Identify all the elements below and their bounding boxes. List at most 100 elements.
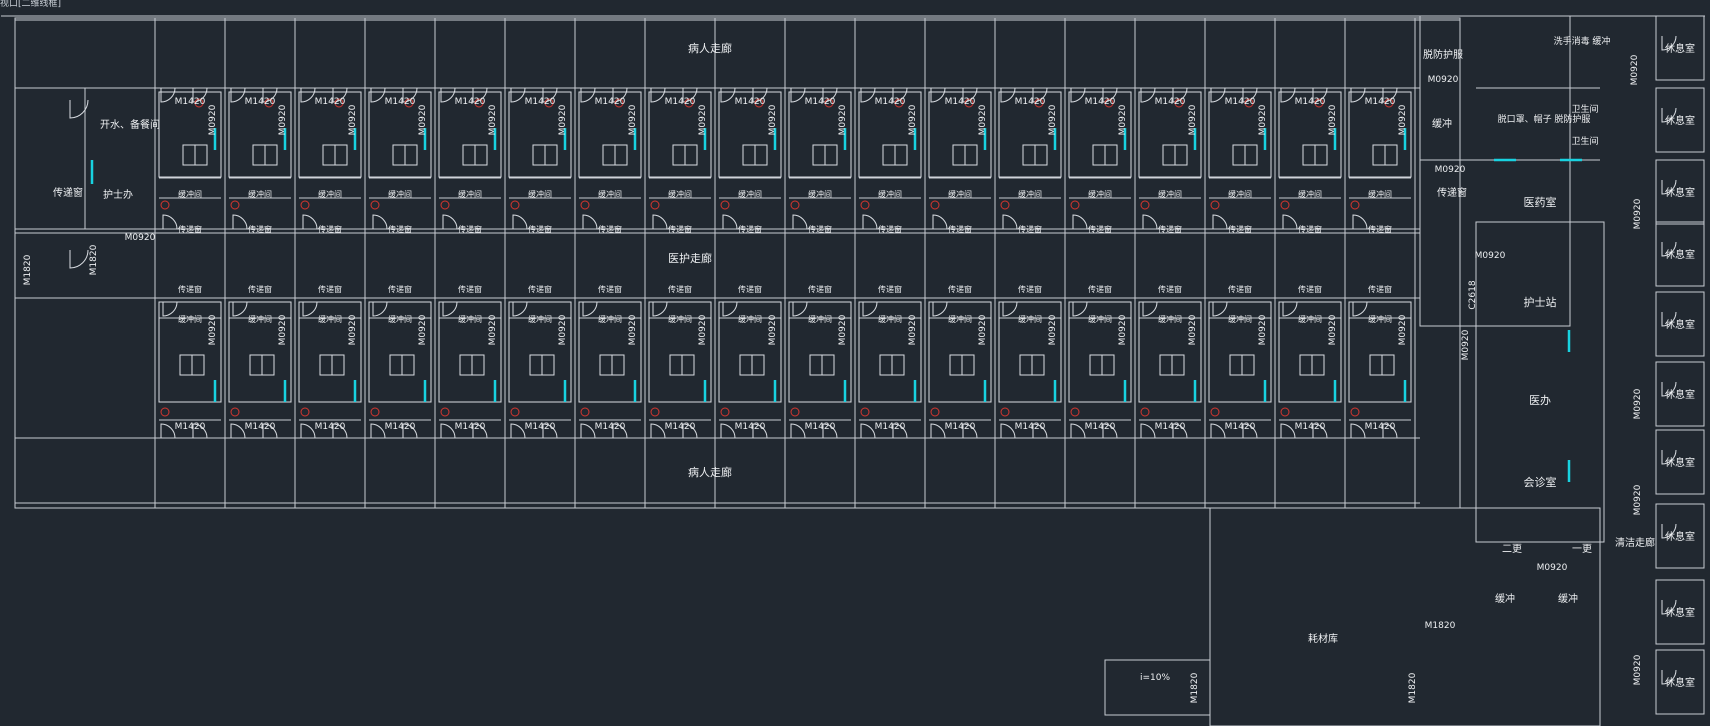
column-mark — [474, 98, 484, 108]
door-swing — [1072, 214, 1088, 230]
ward-room-upper — [788, 91, 852, 178]
door-swing — [1661, 107, 1677, 123]
door-swing — [1661, 523, 1677, 539]
door-swing — [1000, 423, 1016, 439]
room-label-buffer: 缓冲间 — [878, 314, 902, 324]
door-swing — [720, 87, 736, 103]
door-swing — [192, 87, 208, 103]
door-swing — [262, 423, 278, 439]
rest-room — [1655, 87, 1705, 153]
column-mark — [580, 407, 590, 417]
room-label-pass-window: 传递窗 — [248, 284, 272, 294]
column-mark — [894, 98, 904, 108]
column-mark — [1210, 200, 1220, 210]
room-label-pass-window: 传递窗 — [948, 224, 972, 234]
door-label-m1420: M1420 — [1155, 422, 1186, 432]
rest-room — [1655, 579, 1705, 645]
column-mark — [194, 98, 204, 108]
door-swing — [1312, 423, 1328, 439]
door-swing — [1661, 179, 1677, 195]
room-label-buffer: 缓冲间 — [1018, 314, 1042, 324]
room-label-pass-window: 传递窗 — [878, 224, 902, 234]
door-label-m1420: M1420 — [735, 422, 766, 432]
rest-room — [1655, 429, 1705, 495]
room-label-rest-room: 休息室 — [1665, 388, 1695, 401]
door-swing — [722, 214, 738, 230]
room-label-pass-window: 传递窗 — [458, 224, 482, 234]
rest-room — [1655, 15, 1705, 81]
door-label-m1420: M1420 — [1225, 422, 1256, 432]
door-label-m0920: M0920 — [838, 314, 848, 345]
door-label-m1420: M1420 — [1295, 97, 1326, 107]
ward-room-lower — [1138, 301, 1202, 403]
store-block — [1209, 507, 1601, 726]
column-mark — [1034, 98, 1044, 108]
door-swing — [1352, 301, 1368, 317]
column-mark — [1000, 200, 1010, 210]
door-swings — [69, 35, 1677, 685]
door-swing — [1210, 87, 1226, 103]
door-swing — [402, 87, 418, 103]
door-label-m0920: M0920 — [1633, 484, 1643, 515]
room-label-buffer: 缓冲间 — [388, 189, 412, 199]
door-label-m0920: M0920 — [698, 104, 708, 135]
door-swing — [650, 87, 666, 103]
door-label-m0920: M0920 — [1633, 654, 1643, 685]
column-mark — [300, 200, 310, 210]
door-swing — [580, 423, 596, 439]
room-label-nurse-station: 护士站 — [1524, 295, 1557, 309]
ward-room-lower — [1348, 301, 1412, 403]
door-label-m1420: M1420 — [875, 422, 906, 432]
door-label-m0920: M0920 — [1328, 104, 1338, 135]
ward-room-upper — [928, 91, 992, 178]
room-label-pass-window: 传递窗 — [948, 284, 972, 294]
ward-room-lower — [1208, 301, 1272, 403]
door-label-m1820: M1820 — [1190, 672, 1200, 703]
viewport-tab-label[interactable]: 视口[二维线框] — [0, 0, 62, 9]
door-swing — [1242, 423, 1258, 439]
door-label-m0920: M0920 — [1398, 104, 1408, 135]
ward-room-upper — [298, 91, 362, 178]
column-mark — [1070, 407, 1080, 417]
room-label-rest-room: 休息室 — [1665, 42, 1695, 55]
door-swing — [1661, 381, 1677, 397]
door-label-m0920: M0920 — [978, 314, 988, 345]
door-label-m0920: M0920 — [1048, 314, 1058, 345]
door-swing — [1212, 301, 1228, 317]
door-label-m1420: M1420 — [1085, 97, 1116, 107]
door-label-m0920: M0920 — [768, 104, 778, 135]
door-swing — [1212, 214, 1228, 230]
ward-room-lower — [1068, 301, 1132, 403]
door-label-m0920: M0920 — [418, 314, 428, 345]
door-label-m1420: M1420 — [1365, 97, 1396, 107]
door-swing — [1000, 87, 1016, 103]
door-swing — [542, 87, 558, 103]
door-swing — [1172, 87, 1188, 103]
door-label-m0920: M0920 — [1258, 104, 1268, 135]
column-mark — [1280, 200, 1290, 210]
column-mark — [580, 200, 590, 210]
room-label-buffer: 缓冲间 — [178, 189, 202, 199]
column-mark — [160, 407, 170, 417]
ward-room-upper — [1138, 91, 1202, 178]
door-swing — [612, 423, 628, 439]
room-label-pass-window: 传递窗 — [808, 284, 832, 294]
door-label-m1420: M1420 — [665, 422, 696, 432]
ward-room-upper — [228, 91, 292, 178]
door-swing — [232, 214, 248, 230]
door-label-m0920: M0920 — [558, 314, 568, 345]
door-label-m0920: M0920 — [348, 314, 358, 345]
door-label-m1420: M1420 — [945, 97, 976, 107]
ward-room-upper — [1278, 91, 1342, 178]
door-label-m0920: M0920 — [1188, 314, 1198, 345]
column-mark — [264, 98, 274, 108]
door-swing — [440, 87, 456, 103]
room-label-buffer: 缓冲间 — [738, 314, 762, 324]
door-swing — [1142, 301, 1158, 317]
column-mark — [684, 98, 694, 108]
ward-room-lower — [718, 301, 782, 403]
column-mark — [790, 200, 800, 210]
room-label-change1: 一更 — [1572, 543, 1592, 555]
door-swing — [580, 87, 596, 103]
